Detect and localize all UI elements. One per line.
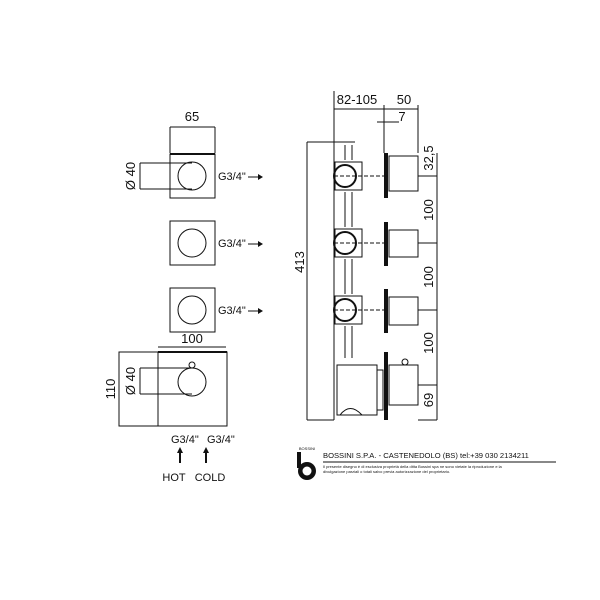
handle-dimension: 50 <box>397 92 411 107</box>
handles <box>388 155 419 406</box>
total-height-dimension: 413 <box>292 251 307 273</box>
arrow-right-icon <box>258 241 263 247</box>
bottom-width-dimension: 100 <box>181 331 203 346</box>
dim-100-3: 100 <box>421 332 436 354</box>
dim-69: 69 <box>421 393 436 407</box>
cold-label: COLD <box>195 472 226 484</box>
hot-label: HOT <box>162 472 186 484</box>
cold-thread-label: G3/4" <box>207 434 235 446</box>
outlet-label-3: G3/4" <box>218 305 246 317</box>
plate-dimension: 7 <box>398 109 405 124</box>
dim-100-2: 100 <box>421 266 436 288</box>
valve-body <box>333 145 384 416</box>
outlet-label-1: G3/4" <box>218 171 246 183</box>
hot-thread-label: G3/4" <box>171 434 199 446</box>
side-view: 82-105 50 7 413 <box>292 91 438 421</box>
middle-knob <box>177 228 207 258</box>
bossini-logo: BOSSINI <box>297 446 316 480</box>
dim-32-5: 32,5 <box>421 145 436 170</box>
lower-diverter-plate <box>169 287 216 333</box>
top-knob <box>177 161 207 191</box>
wall-plates <box>384 153 388 420</box>
company-line: BOSSINI S.P.A. - CASTENEDOLO (BS) tel:+3… <box>323 451 529 460</box>
depth-dimension: 82-105 <box>337 92 377 107</box>
arrow-right-icon <box>258 308 263 314</box>
thermostatic-plate <box>157 351 228 427</box>
title-block: BOSSINI BOSSINI S.P.A. - CASTENEDOLO (BS… <box>297 446 556 480</box>
knob-indicator <box>188 361 196 369</box>
top-diverter-plate <box>169 153 216 199</box>
diameter-top-dimension: Ø 40 <box>123 162 138 190</box>
arrow-up-icon <box>203 447 209 453</box>
arrow-right-icon <box>258 174 263 180</box>
disclaimer-line-2: divulgazione parziali o totali salvo pre… <box>323 469 450 474</box>
lower-knob <box>177 295 207 325</box>
thermostatic-knob <box>177 367 207 397</box>
middle-diverter-plate <box>169 220 216 266</box>
bottom-height-dimension: 110 <box>103 379 118 400</box>
front-view: 65 Ø 40 G3/4" G3/4" G3/4" 100 Ø 40 110 <box>103 109 263 484</box>
disclaimer-line-1: Il presente disegno è di esclusiva propr… <box>323 464 503 469</box>
diameter-bottom-dimension: Ø 40 <box>123 367 138 395</box>
dim-100-1: 100 <box>421 199 436 221</box>
width-dimension: 65 <box>185 109 199 124</box>
svg-text:BOSSINI: BOSSINI <box>299 446 315 451</box>
arrow-up-icon <box>177 447 183 453</box>
outlet-label-2: G3/4" <box>218 238 246 250</box>
